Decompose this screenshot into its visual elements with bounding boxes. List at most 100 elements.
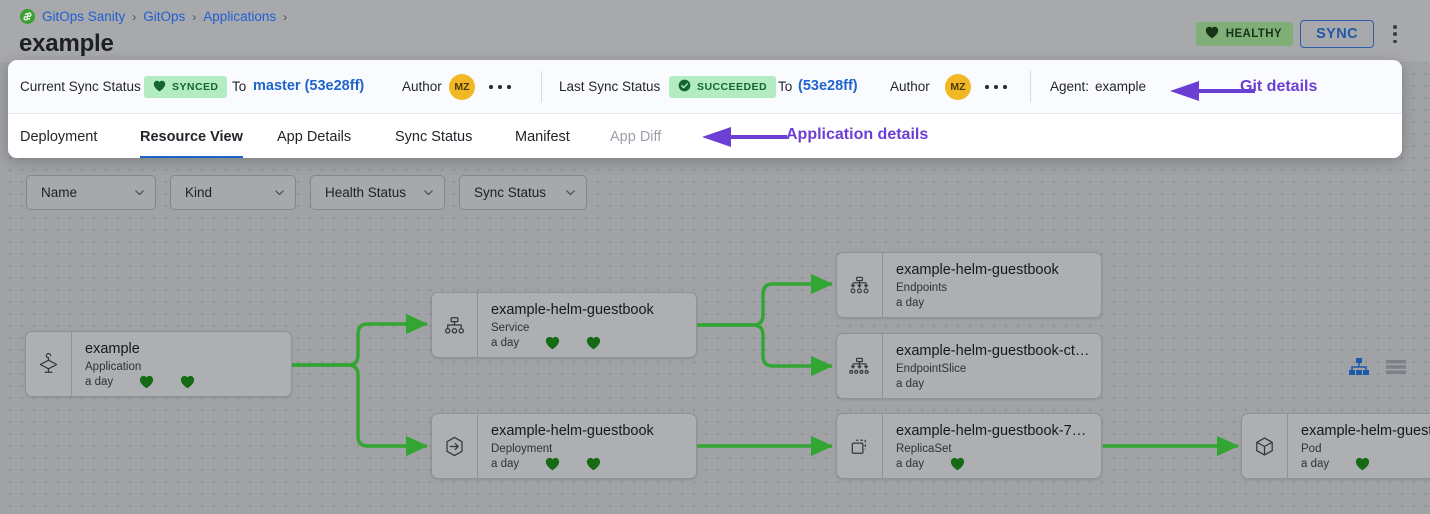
filter-kind-label: Kind <box>185 185 213 200</box>
node-title: example <box>85 341 140 357</box>
heart-icon <box>586 336 601 350</box>
application-icon <box>26 332 72 396</box>
node-health-indicators <box>519 457 601 471</box>
node-kind: Deployment <box>491 443 553 455</box>
graph-node-application[interactable]: example Application a day <box>25 331 292 397</box>
node-title: example-helm-guestbook-74… <box>896 423 1091 439</box>
page-title: example <box>19 30 114 57</box>
git-details-left-arrow-icon <box>1154 80 1255 102</box>
heart-icon <box>586 457 601 471</box>
node-age: a day <box>896 297 925 309</box>
current-sync-status-badge[interactable]: SYNCED <box>144 76 228 98</box>
filter-name-dropdown[interactable]: Name <box>26 175 156 210</box>
heart-icon <box>545 336 560 350</box>
current-sync-author-avatar[interactable]: MZ <box>449 74 475 100</box>
tab-label: Manifest <box>515 128 570 145</box>
breadcrumb-item-gitops-sanity[interactable]: GitOps Sanity <box>42 9 126 24</box>
node-kind: Endpoints <box>896 282 948 294</box>
divider <box>541 71 542 102</box>
last-sync-revision-link[interactable]: (53e28ff) <box>798 78 858 94</box>
node-kind: Application <box>85 361 142 373</box>
application-details-annotation: Application details <box>786 126 929 143</box>
graph-node-deployment[interactable]: example-helm-guestbook Deployment a day <box>431 413 697 479</box>
tab-sync-status[interactable]: Sync Status <box>395 114 472 158</box>
breadcrumb-item-gitops[interactable]: GitOps <box>143 9 186 24</box>
node-title: example-helm-guest <box>1301 423 1430 439</box>
heart-icon <box>545 457 560 471</box>
node-age: a day <box>1301 458 1330 470</box>
replicaset-icon <box>837 414 883 478</box>
node-age: a day <box>491 458 520 470</box>
deployment-icon <box>432 414 478 478</box>
endpointslice-icon <box>837 334 883 398</box>
heart-icon <box>1355 457 1370 471</box>
tab-deployment[interactable]: Deployment <box>20 114 97 158</box>
health-status-badge[interactable]: HEALTHY <box>1195 22 1293 46</box>
current-sync-status-label: Current Sync Status <box>20 79 141 94</box>
agent-label: Agent: <box>1050 79 1090 94</box>
heart-icon <box>153 80 166 95</box>
last-sync-status-badge[interactable]: SUCCEEDED <box>669 76 776 98</box>
list-view-icon[interactable] <box>1385 357 1407 377</box>
tab-label: App Diff <box>610 128 662 145</box>
node-title: example-helm-guestbook <box>491 423 654 439</box>
node-kind: ReplicaSet <box>896 443 952 455</box>
heart-icon <box>950 457 965 471</box>
filter-bar: Name Kind Health Status Sync Status <box>0 175 1430 375</box>
application-details-left-arrow-icon <box>686 126 787 148</box>
graph-node-endpointslice[interactable]: example-helm-guestbook-ct… EndpointSlice… <box>836 333 1102 399</box>
node-title: example-helm-guestbook <box>491 302 654 318</box>
last-sync-author-label: Author <box>890 79 930 94</box>
last-sync-to-label: To <box>778 79 793 94</box>
page-overflow-menu-icon[interactable] <box>1387 23 1403 45</box>
current-sync-revision-link[interactable]: master (53e28ff) <box>253 78 365 94</box>
graph-node-endpoints[interactable]: example-helm-guestbook Endpoints a day <box>836 252 1102 318</box>
gitops-logo-icon <box>20 9 35 24</box>
page-header: GitOps Sanity › GitOps › Applications › … <box>0 0 1430 62</box>
node-kind: EndpointSlice <box>896 363 967 375</box>
chevron-down-icon <box>565 187 576 198</box>
filter-kind-dropdown[interactable]: Kind <box>170 175 296 210</box>
filter-sync-status-dropdown[interactable]: Sync Status <box>459 175 587 210</box>
filter-health-status-dropdown[interactable]: Health Status <box>310 175 445 210</box>
filter-health-status-label: Health Status <box>325 185 407 200</box>
tab-manifest[interactable]: Manifest <box>515 114 570 158</box>
current-sync-author-label: Author <box>402 79 442 94</box>
last-sync-status-label: Last Sync Status <box>559 79 661 94</box>
chevron-down-icon <box>274 187 285 198</box>
last-sync-author-avatar[interactable]: MZ <box>945 74 971 100</box>
tab-app-details[interactable]: App Details <box>277 114 351 158</box>
tree-view-icon[interactable] <box>1348 357 1370 377</box>
graph-node-replicaset[interactable]: example-helm-guestbook-74… ReplicaSet a … <box>836 413 1102 479</box>
graph-node-service[interactable]: example-helm-guestbook Service a day <box>431 292 697 358</box>
divider <box>1030 71 1031 102</box>
node-age: a day <box>491 337 520 349</box>
node-age: a day <box>896 378 925 390</box>
breadcrumb-separator: › <box>192 9 197 24</box>
chevron-down-icon <box>423 187 434 198</box>
heart-icon <box>180 375 195 389</box>
health-status-label: HEALTHY <box>1225 28 1282 40</box>
node-health-indicators <box>924 457 965 471</box>
breadcrumb-item-applications[interactable]: Applications <box>203 9 277 24</box>
graph-node-pod[interactable]: example-helm-guest Pod a day <box>1241 413 1430 479</box>
sync-status-bar: Current Sync Status SYNCED To master (53… <box>8 60 1402 113</box>
tab-resource-view[interactable]: Resource View <box>140 114 243 158</box>
service-icon <box>432 293 478 357</box>
node-health-indicators <box>113 375 195 389</box>
sync-button[interactable]: SYNC <box>1300 20 1374 48</box>
filter-name-label: Name <box>41 185 78 200</box>
node-kind: Service <box>491 322 530 334</box>
check-circle-icon <box>678 79 691 95</box>
heart-icon <box>139 375 154 389</box>
node-age: a day <box>896 458 925 470</box>
tab-bar: Deployment Resource View App Details Syn… <box>8 113 1402 158</box>
current-sync-overflow-menu-icon[interactable] <box>489 80 511 94</box>
agent-value: example <box>1095 79 1147 94</box>
tab-label: App Details <box>277 128 352 145</box>
tab-app-diff: App Diff <box>610 114 661 158</box>
node-kind: Pod <box>1301 443 1322 455</box>
pod-icon <box>1242 414 1288 478</box>
last-sync-overflow-menu-icon[interactable] <box>985 80 1007 94</box>
